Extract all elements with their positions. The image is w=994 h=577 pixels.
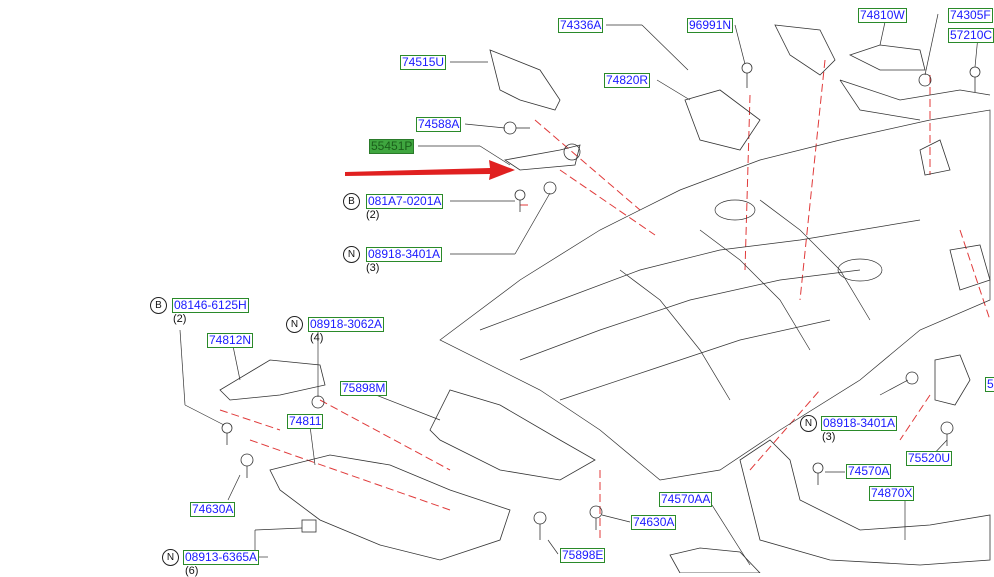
quantity-3-a: (3) xyxy=(366,262,380,274)
part-label-74812n[interactable]: 74812N xyxy=(207,333,254,348)
component-drawings xyxy=(219,24,991,573)
floor-pan-outline xyxy=(439,79,991,481)
part-label-74570aa[interactable]: 74570AA xyxy=(659,492,713,507)
part-label-55451p-highlighted[interactable]: 55451P xyxy=(369,139,415,154)
part-label-08918-3401a-right[interactable]: 08918-3401A xyxy=(821,416,898,431)
part-label-cut-off-5[interactable]: 5 xyxy=(985,377,994,392)
part-label-74870x[interactable]: 74870X xyxy=(869,486,915,501)
part-label-74305f[interactable]: 74305F xyxy=(948,8,993,23)
part-label-74630a-left[interactable]: 74630A xyxy=(190,502,236,517)
quantity-4: (4) xyxy=(310,332,324,344)
part-label-75898e[interactable]: 75898E xyxy=(560,548,606,563)
part-label-96991n[interactable]: 96991N xyxy=(687,18,734,33)
quantity-2-a: (2) xyxy=(366,209,380,221)
part-label-75520u[interactable]: 75520U xyxy=(906,451,953,466)
part-label-74810w[interactable]: 74810W xyxy=(858,8,907,23)
part-label-74811[interactable]: 74811 xyxy=(287,414,324,429)
part-label-74630a-mid[interactable]: 74630A xyxy=(631,515,677,530)
part-label-75898m[interactable]: 75898M xyxy=(340,381,388,396)
quantity-3-b: (3) xyxy=(822,431,836,443)
marker-n-4: N xyxy=(800,415,817,432)
quantity-6: (6) xyxy=(185,565,199,577)
part-label-74820r[interactable]: 74820R xyxy=(604,73,651,88)
marker-b-1: B xyxy=(343,193,360,210)
part-label-74515u[interactable]: 74515U xyxy=(400,55,447,70)
marker-b-2: B xyxy=(150,297,167,314)
part-label-08918-3401a-top[interactable]: 08918-3401A xyxy=(366,247,443,262)
quantity-2-b: (2) xyxy=(173,313,187,325)
leader-lines xyxy=(179,13,979,566)
part-label-08918-3062a[interactable]: 08918-3062A xyxy=(308,317,385,332)
part-label-74588a[interactable]: 74588A xyxy=(416,117,462,132)
part-label-08146-6125h[interactable]: 08146-6125H xyxy=(172,298,249,313)
part-label-08913-6365a[interactable]: 08913-6365A xyxy=(183,550,260,565)
marker-n-2: N xyxy=(286,316,303,333)
part-label-74336a[interactable]: 74336A xyxy=(558,18,604,33)
red-pointer-arrow xyxy=(345,160,515,180)
part-label-081a7-0201a[interactable]: 081A7-0201A xyxy=(366,194,444,209)
dashed-guide-lines xyxy=(219,59,991,540)
fasteners xyxy=(221,62,981,540)
part-label-74570a[interactable]: 74570A xyxy=(846,464,892,479)
marker-n-3: N xyxy=(162,549,179,566)
part-label-57210c[interactable]: 57210C xyxy=(948,28,994,43)
marker-n-1: N xyxy=(343,246,360,263)
